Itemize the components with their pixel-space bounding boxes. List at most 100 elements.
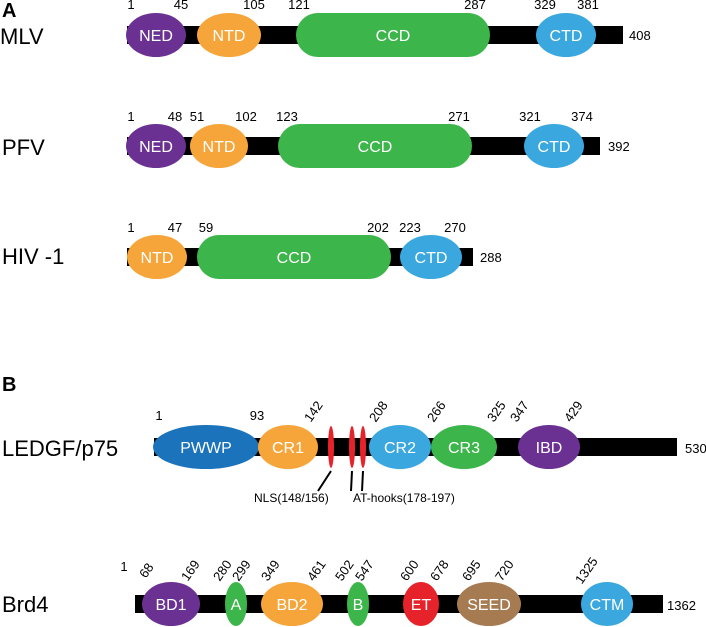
nls-pointer-line [317, 470, 332, 492]
length-label-hiv-1: 288 [480, 250, 502, 265]
position-label: 325 [484, 398, 509, 424]
domain-ledgf-ibd [518, 425, 580, 469]
domain-label-ledgf-cr2: CR2 [384, 440, 416, 457]
position-label: 695 [459, 557, 484, 583]
position-label: 600 [397, 557, 422, 583]
position-label: 287 [464, 0, 486, 12]
protein-pfv: PFV NED NTD CCD CTD 1 48 51 102 123 271 … [2, 109, 630, 168]
position-label: 169 [178, 557, 203, 583]
position-label: 202 [367, 220, 389, 235]
position-label: 381 [577, 0, 599, 12]
nls-marker [328, 426, 334, 468]
protein-name-ledgf-p75: LEDGF/p75 [2, 436, 118, 461]
domain-label-pfv-ctd: CTD [538, 139, 571, 156]
position-label: 1 [120, 559, 127, 574]
position-label: 1 [155, 408, 162, 423]
protein-ledgf-p75: LEDGF/p75 PWWP CR1 CR2 CR3 IBD 1 93 142 … [2, 398, 706, 505]
position-label: 208 [366, 398, 391, 424]
domain-label-brd4-b: B [353, 597, 364, 614]
position-label: 266 [424, 398, 449, 424]
domain-label-ledgf-ibd: IBD [536, 440, 563, 457]
domain-label-brd4-a: A [231, 597, 242, 614]
domain-hiv-ccd [197, 235, 391, 279]
domain-label-brd4-seed: SEED [467, 597, 511, 614]
domain-label-hiv-ctd: CTD [415, 250, 448, 267]
domain-label-brd4-bd1: BD1 [155, 597, 186, 614]
protein-name-hiv-1: HIV -1 [2, 244, 64, 269]
at-hook-pointer-line [350, 470, 353, 492]
domain-pfv-ntd [190, 124, 248, 168]
position-label: 678 [427, 557, 452, 583]
domain-label-mlv-ned: NED [139, 28, 173, 45]
position-label: 374 [571, 109, 593, 124]
domain-ledgf-pwwp [153, 425, 259, 469]
position-label: 321 [519, 109, 541, 124]
domain-label-mlv-ctd: CTD [550, 28, 583, 45]
domain-hiv-ntd [127, 235, 187, 279]
position-label: 93 [250, 408, 264, 423]
domain-label-ledgf-pwwp: PWWP [180, 440, 232, 457]
domain-mlv-ntd [197, 13, 261, 57]
position-label: 47 [168, 220, 182, 235]
at-hook-pointer-line [361, 470, 364, 492]
domain-label-brd4-et: ET [411, 597, 432, 614]
position-label: 349 [258, 557, 283, 583]
domain-label-ledgf-cr3: CR3 [448, 440, 480, 457]
domain-label-pfv-ccd: CCD [358, 139, 393, 156]
domain-brd4-b [347, 582, 369, 626]
domain-label-hiv-ccd: CCD [277, 250, 312, 267]
protein-name-mlv: MLV [0, 24, 44, 49]
domain-mlv-ned [126, 13, 186, 57]
position-label: 123 [276, 109, 298, 124]
panel-label-b: B [2, 374, 16, 396]
position-label: 270 [444, 220, 466, 235]
protein-hiv-1: HIV -1 NTD CCD CTD 1 47 59 202 223 270 2… [2, 220, 502, 279]
protein-brd4: Brd4 BD1 A BD2 B ET SEED CTM 1 68 169 28… [2, 554, 696, 626]
protein-name-pfv: PFV [2, 135, 45, 160]
position-label: 59 [199, 220, 213, 235]
at-hook-marker [360, 426, 366, 468]
domain-brd4-seed [457, 582, 521, 626]
domain-brd4-bd2 [261, 582, 323, 626]
domain-ledgf-cr2 [369, 425, 431, 469]
domain-brd4-bd1 [142, 582, 200, 626]
position-label: 1 [127, 220, 134, 235]
domain-label-pfv-ned: NED [139, 139, 173, 156]
protein-name-brd4: Brd4 [2, 592, 48, 617]
position-label: 1 [127, 109, 134, 124]
position-label: 102 [235, 109, 257, 124]
length-label-pfv: 392 [608, 139, 630, 154]
position-label: 329 [534, 0, 556, 12]
position-label: 68 [136, 560, 157, 580]
nls-annotation: NLS(148/156) [254, 491, 329, 505]
domain-ledgf-cr1 [258, 425, 318, 469]
position-label: 142 [301, 398, 326, 424]
position-label: 45 [174, 0, 188, 12]
position-label: 720 [492, 557, 517, 583]
domain-label-hiv-ntd: NTD [141, 250, 174, 267]
position-label: 223 [399, 220, 421, 235]
position-label: 271 [448, 109, 470, 124]
domain-pfv-ctd [524, 124, 584, 168]
domain-brd4-et [403, 582, 439, 626]
domain-brd4-a [225, 582, 247, 626]
protein-mlv: MLV NED NTD CCD CTD 1 45 105 121 287 329… [0, 0, 651, 57]
domain-label-brd4-ctm: CTM [590, 597, 625, 614]
position-label: 502 [332, 557, 357, 583]
domain-pfv-ned [126, 124, 186, 168]
panel-label-a: A [2, 0, 16, 22]
domain-label-brd4-bd2: BD2 [276, 597, 307, 614]
position-label: 1325 [572, 554, 601, 586]
length-label-ledgf: 530 [685, 441, 706, 456]
domain-ledgf-cr3 [431, 425, 497, 469]
length-label-mlv: 408 [629, 28, 651, 43]
domain-hiv-ctd [400, 235, 462, 279]
position-label: 121 [288, 0, 310, 12]
position-label: 461 [304, 557, 329, 583]
at-hook-marker [349, 426, 355, 468]
domain-pfv-ccd [278, 124, 472, 168]
length-label-brd4: 1362 [667, 598, 696, 613]
position-label: 299 [229, 557, 254, 583]
domain-label-mlv-ntd: NTD [213, 28, 246, 45]
